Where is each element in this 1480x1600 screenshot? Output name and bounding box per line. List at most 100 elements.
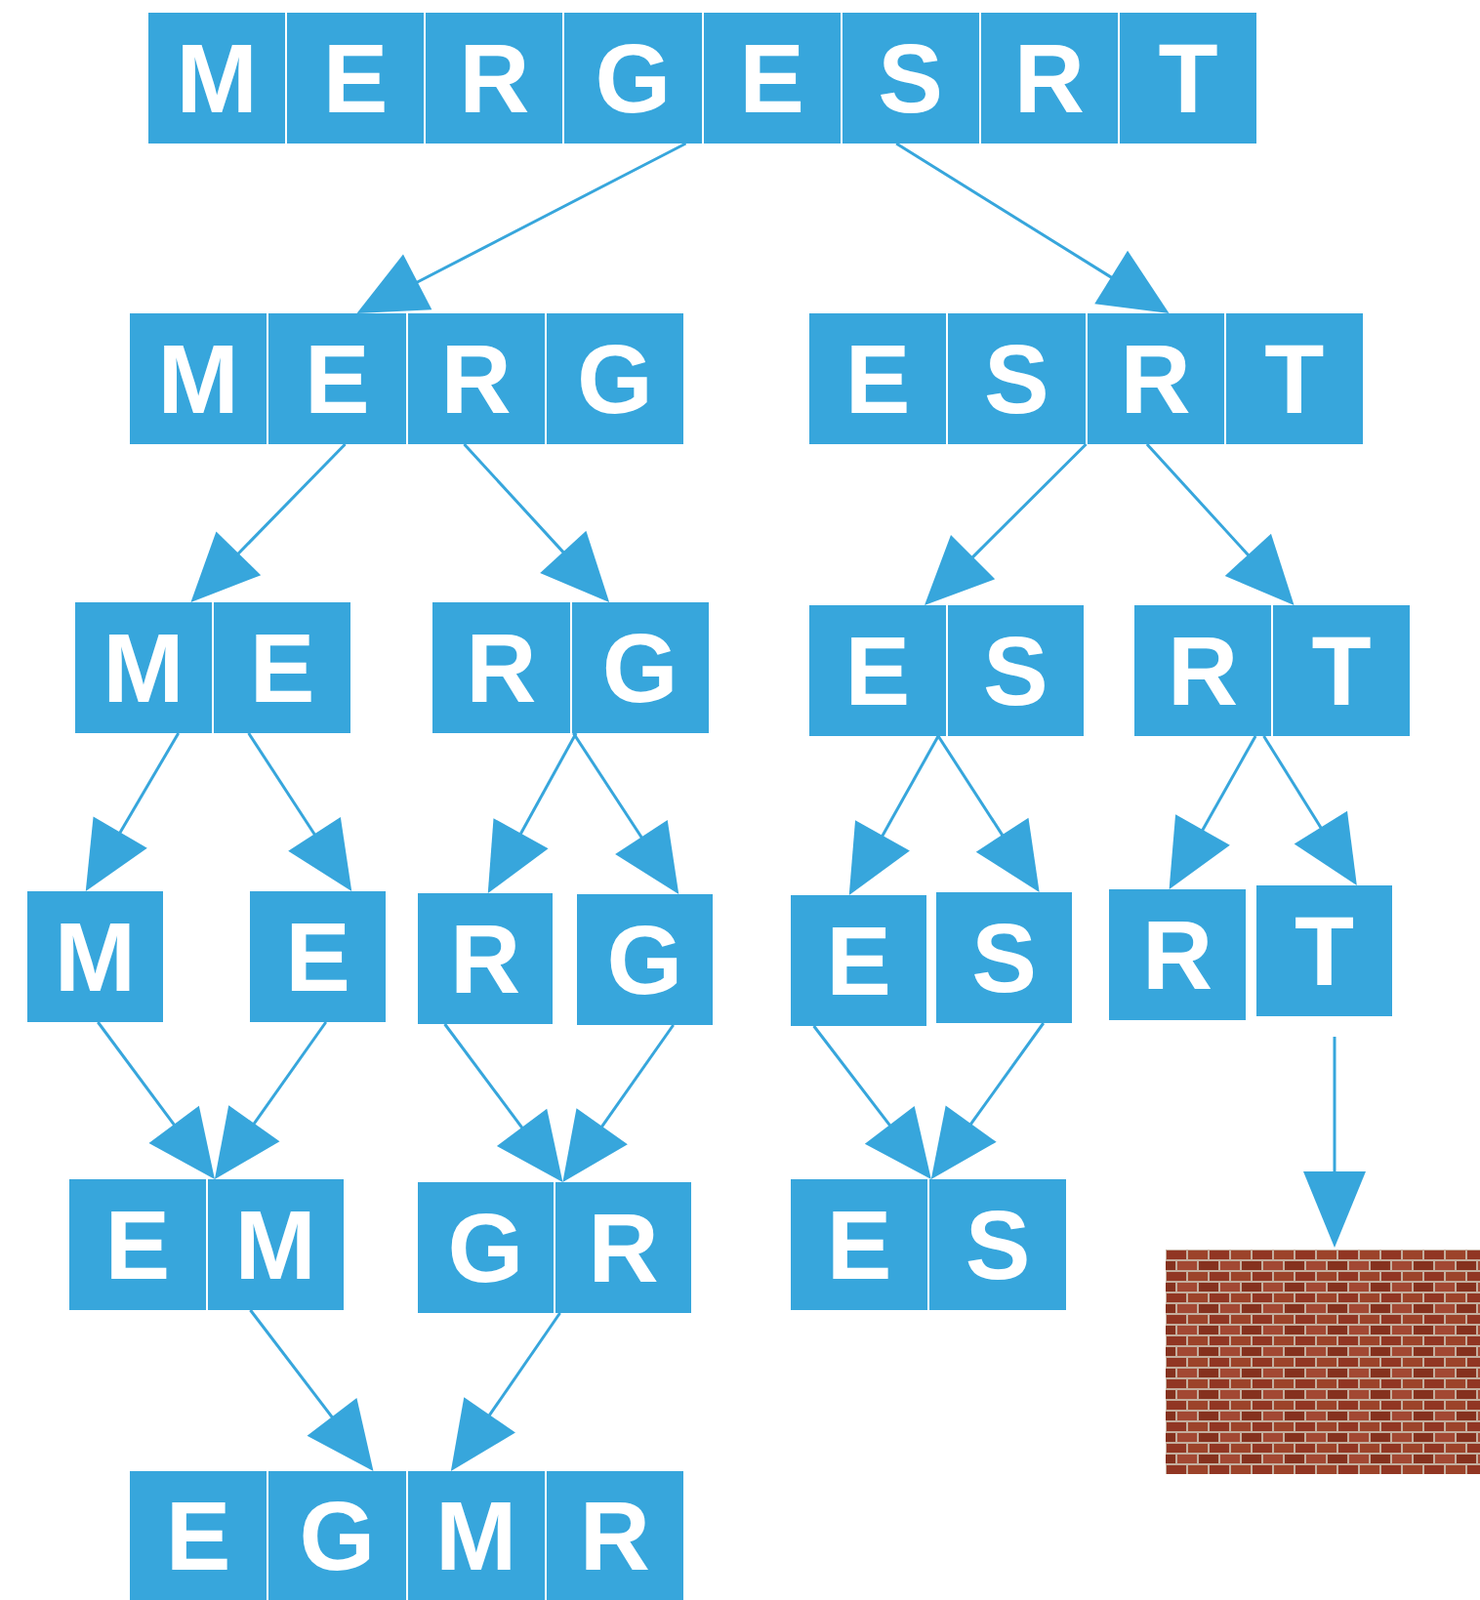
arrow-head	[1225, 534, 1295, 606]
letter-group: EGMR	[129, 1471, 684, 1600]
arrow-line	[1264, 736, 1323, 831]
letter: E	[826, 1195, 893, 1294]
letter-cell: S	[947, 313, 1085, 445]
letter-cell: R	[555, 1182, 692, 1314]
arrow-line	[599, 1025, 673, 1130]
arrow-line	[118, 733, 179, 836]
arrow-connector	[931, 1023, 1044, 1180]
letter: M	[102, 618, 184, 717]
letter: R	[1014, 29, 1085, 127]
arrow-connector	[356, 143, 686, 314]
letter: T	[1311, 621, 1371, 720]
letter-cell: E	[287, 12, 424, 144]
arrow-line	[248, 733, 318, 838]
letter: S	[965, 1195, 1031, 1294]
letter-cell: R	[1087, 313, 1225, 445]
arrow-connector	[85, 733, 179, 892]
letter: E	[104, 1195, 170, 1294]
arrow-connector	[1147, 444, 1295, 606]
arrow-connector	[190, 444, 345, 603]
letter: E	[304, 329, 370, 428]
arrow-connector	[938, 736, 1040, 893]
letter-group: MERG	[129, 313, 684, 445]
letter: R	[465, 618, 536, 717]
letter-cell: E	[809, 313, 946, 445]
arrow-connector	[214, 1022, 327, 1180]
arrow-head	[307, 1397, 374, 1472]
letter-group: ME	[75, 602, 351, 734]
letter: E	[825, 911, 892, 1010]
letter-cell: S	[929, 1179, 1067, 1311]
letter-cell: T	[1273, 605, 1410, 737]
letter-cell: G	[576, 894, 713, 1026]
letter: M	[54, 907, 136, 1006]
arrow-connector	[488, 733, 576, 894]
arrow-connector	[249, 1310, 373, 1472]
letter-cell: E	[790, 895, 927, 1027]
arrow-connector	[814, 1026, 932, 1180]
letter-cell: G	[268, 1471, 406, 1600]
letter: G	[595, 29, 672, 127]
arrow-head	[976, 818, 1040, 893]
arrow-line	[413, 143, 686, 285]
letter: M	[175, 29, 257, 127]
letter-cell: E	[129, 1471, 267, 1600]
letter: E	[249, 618, 316, 717]
arrow-connector	[562, 1025, 673, 1183]
letter-cell: R	[981, 12, 1118, 144]
letter-group: M	[27, 891, 164, 1023]
arrow-line	[249, 1310, 334, 1421]
letter: E	[323, 29, 389, 127]
arrow-head	[190, 532, 261, 603]
letter-cell: S	[936, 892, 1072, 1024]
letter-cell: T	[1226, 313, 1363, 445]
letter-cell: E	[69, 1179, 206, 1311]
letter-group: R	[417, 893, 553, 1025]
arrow-line	[519, 733, 577, 837]
letter-group: RG	[432, 602, 709, 734]
arrow-connector	[445, 1024, 564, 1183]
arrow-head	[451, 1397, 516, 1472]
brick-wall	[1165, 1249, 1480, 1475]
arrow-connector	[248, 733, 353, 892]
arrow-head	[1169, 814, 1231, 890]
arrow-line	[573, 733, 644, 841]
letter: R	[1142, 905, 1213, 1004]
arrow-head	[85, 816, 148, 892]
arrow-head	[148, 1106, 214, 1180]
letter: M	[435, 1486, 517, 1585]
arrow-line	[487, 1313, 560, 1419]
arrow-head	[849, 820, 910, 896]
arrow-connector	[924, 444, 1086, 606]
letter: S	[984, 329, 1050, 428]
letter-cell: G	[572, 602, 710, 734]
arrow-connector	[1264, 736, 1357, 886]
arrow-line	[938, 736, 1005, 839]
letter-cell: G	[546, 313, 684, 445]
wall-arrow-head	[1303, 1171, 1366, 1248]
letter: G	[576, 329, 654, 428]
letter: T	[1264, 329, 1324, 428]
arrow-line	[814, 1026, 893, 1129]
letter-cell: T	[1119, 12, 1257, 144]
arrow-line	[445, 1024, 525, 1131]
letter-cell: T	[1256, 885, 1393, 1017]
arrow-line	[896, 143, 1114, 280]
letter-group: T	[1256, 885, 1393, 1017]
arrow-head	[356, 253, 432, 314]
letter-cell: E	[249, 891, 386, 1023]
letter: M	[235, 1195, 317, 1294]
letter-cell: E	[809, 605, 946, 737]
arrow-connector	[463, 444, 610, 603]
letter-cell: S	[947, 605, 1085, 737]
letter: E	[845, 329, 911, 428]
letter: R	[458, 29, 530, 127]
arrow-line	[968, 1023, 1043, 1127]
letter-group: ES	[809, 605, 1084, 737]
arrow-connector	[896, 143, 1169, 314]
arrow-head	[931, 1105, 997, 1180]
letter: R	[579, 1486, 651, 1585]
arrow-line	[970, 444, 1087, 560]
